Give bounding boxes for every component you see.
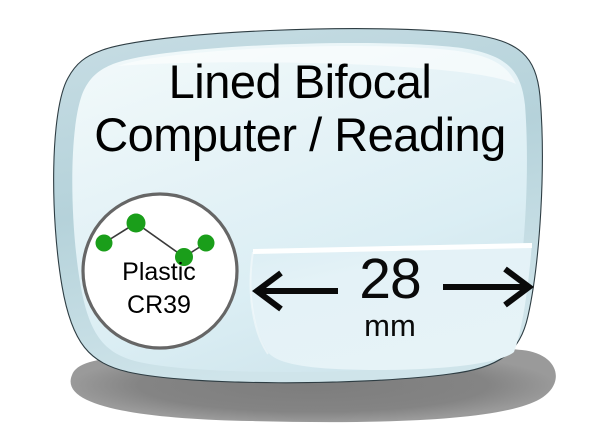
polymer-chain-icon — [95, 213, 215, 266]
arrow-right-icon — [443, 266, 534, 308]
arrow-left-icon — [252, 270, 338, 312]
bifocal-segment-shape — [249, 243, 532, 370]
material-badge-circle — [81, 192, 239, 350]
